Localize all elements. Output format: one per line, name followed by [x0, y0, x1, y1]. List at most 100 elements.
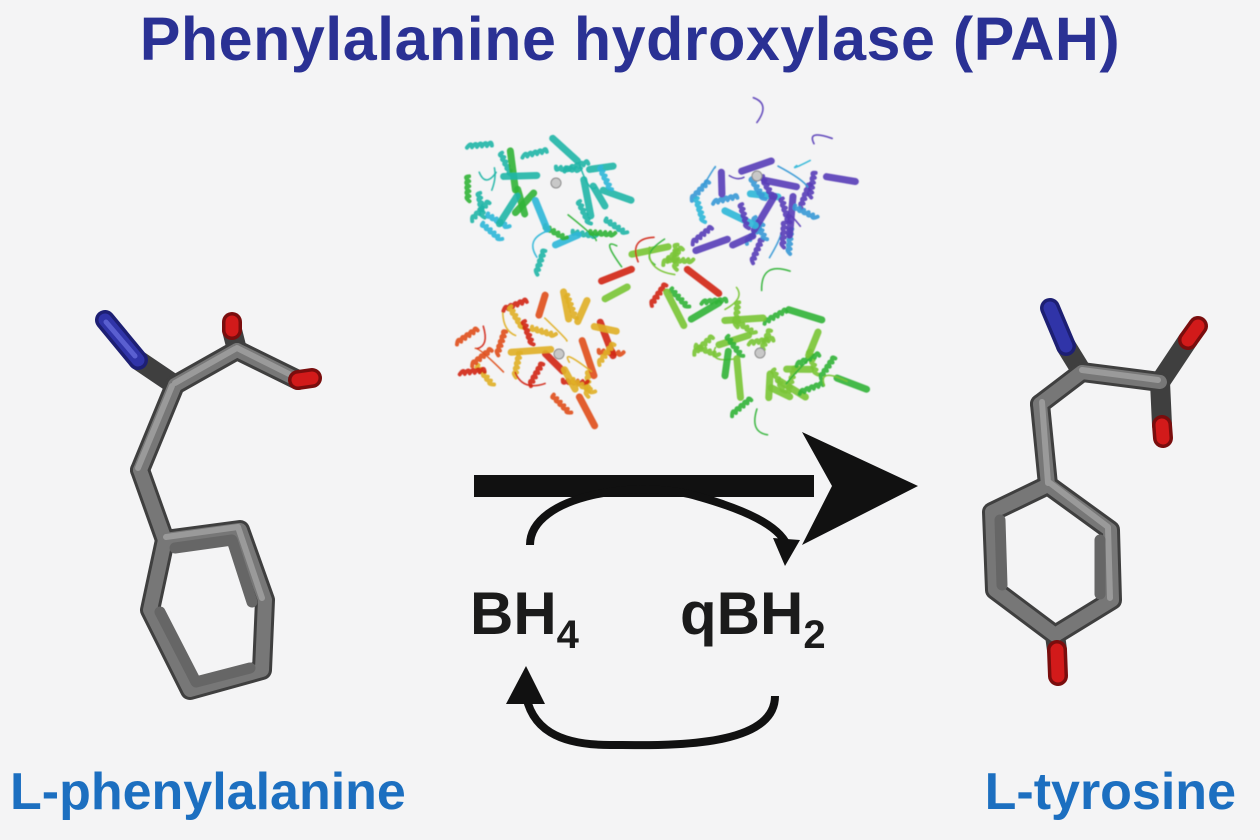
protein-ribbon-segment — [500, 171, 541, 180]
tyrosine-molecule — [982, 298, 1208, 686]
protein-ribbon-segment — [721, 314, 767, 324]
protein-ribbon-segment — [733, 355, 744, 401]
protein-ribbon-segment — [506, 147, 519, 194]
protein-ribbon-segment — [777, 165, 809, 188]
pah-protein-structure — [454, 96, 871, 436]
protein-ribbon-segment — [770, 367, 788, 394]
cofactor-qbh2-label: qBH2 — [680, 580, 826, 657]
protein-ribbon-segment — [786, 193, 797, 239]
protein-ribbon-segment — [634, 236, 655, 263]
protein-ribbon-segment — [648, 246, 676, 276]
protein-ribbon-segment — [578, 337, 598, 380]
protein-ribbon-segment — [732, 300, 742, 330]
protein-ribbon-segment — [494, 329, 509, 358]
protein-ribbon-segment — [603, 216, 630, 235]
protein-ribbon-segment — [511, 189, 538, 217]
substrate-label: L-phenylalanine — [10, 763, 406, 821]
protein-ribbon-segment — [717, 168, 726, 198]
protein-ribbon-segment — [495, 192, 521, 228]
protein-ribbon-segment — [785, 353, 816, 385]
cofactor-bh4-label: BH4 — [470, 580, 579, 657]
protein-ribbon-segment — [529, 324, 558, 338]
protein-ribbon-segment — [597, 341, 617, 367]
protein-ribbon-segment — [663, 288, 688, 330]
protein-ribbon-segment — [798, 182, 813, 211]
protein-ribbon-segment — [668, 286, 692, 309]
protein-ribbon-segment — [474, 347, 505, 373]
protein-ribbon-segment — [760, 267, 791, 292]
protein-ribbon-segment — [560, 288, 573, 323]
protein-ribbon-segment — [793, 159, 812, 169]
protein-ribbon-segment — [476, 325, 486, 350]
protein-ribbon-segment — [464, 174, 472, 204]
protein-ribbon-segment — [597, 164, 615, 192]
protein-ribbon-segment — [485, 211, 512, 230]
protein-ribbon-segment — [501, 297, 529, 313]
protein-ribbon-segment — [762, 307, 789, 326]
cofactor-regeneration-arrowhead — [506, 666, 545, 704]
cofactor-oxidation-arrow — [526, 485, 791, 547]
protein-ribbon-segment — [520, 319, 536, 347]
protein-ribbon-segment — [575, 199, 594, 226]
protein-ribbon-segment — [792, 203, 820, 220]
protein-ribbon-segment — [818, 355, 838, 382]
protein-ribbon-segment — [692, 334, 715, 357]
protein-ribbon-segment — [507, 345, 555, 356]
protein-ribbon-segment — [535, 291, 549, 319]
protein-ribbon-segment — [692, 235, 731, 255]
protein-ribbon-segment — [721, 347, 732, 380]
protein-ribbon-segment — [608, 243, 623, 268]
protein-ribbon-segment — [541, 350, 567, 375]
protein-ribbon-segment — [752, 96, 764, 124]
protein-ribbon-segment — [574, 297, 591, 326]
protein-ribbon-segment — [570, 376, 598, 395]
protein-ribbon-segment — [749, 237, 765, 266]
protein-ribbon-segment — [562, 159, 591, 174]
protein-ribbon-segment — [805, 328, 822, 359]
protein-ribbon-segment — [779, 220, 788, 250]
protein-ribbon-segment — [754, 408, 769, 436]
protein-ribbon-segment — [549, 134, 581, 165]
protein-ribbon-segment — [811, 134, 833, 145]
cofactor-regeneration-arrow — [521, 689, 779, 750]
reaction-arrow — [474, 432, 918, 545]
protein-ribbon-segment — [551, 231, 582, 249]
protein-ribbon-segment — [520, 147, 549, 160]
protein-ribbon-segment — [687, 299, 723, 323]
protein-ribbon-segment — [768, 232, 782, 259]
protein-ribbon-segment — [737, 202, 751, 231]
product-label: L-tyrosine — [984, 763, 1236, 821]
protein-ribbon-segment — [590, 323, 620, 335]
protein-ribbon-segment — [711, 193, 740, 206]
protein-ribbon-segment — [533, 248, 548, 277]
protein-ribbon-segment — [724, 333, 746, 358]
protein-ribbon-segment — [507, 304, 527, 330]
protein-ribbon-segment — [511, 350, 523, 380]
protein-ribbon-segment — [527, 361, 546, 389]
protein-ribbon-segment — [514, 371, 546, 387]
protein-ribbon-segment — [730, 396, 754, 419]
protein-ribbon-segment — [690, 225, 715, 247]
protein-ribbon-segment — [822, 374, 848, 387]
protein-ribbon-segment — [566, 355, 593, 373]
protein-ribbon-segment — [580, 176, 595, 220]
protein-ribbon-segment — [748, 175, 768, 202]
protein-ribbon-segment — [470, 347, 494, 369]
protein-ribbon-segment — [661, 245, 685, 267]
protein-ribbon-segment — [578, 161, 597, 190]
protein-ribbon-segment — [628, 243, 672, 258]
protein-ribbon-segment — [589, 182, 609, 210]
protein-ribbon-segment — [550, 392, 574, 415]
protein-ribbon-segment — [822, 173, 859, 186]
protein-ribbon-segment — [689, 179, 712, 203]
protein-ribbon-segment — [683, 265, 723, 297]
protein-ribbon-segment — [728, 174, 745, 180]
protein-ribbon-segment — [699, 296, 729, 306]
protein-ribbon-segment — [738, 157, 775, 175]
protein-ribbon-segment — [671, 242, 680, 272]
page-title: Phenylalanine hydroxylase (PAH) — [139, 5, 1121, 73]
protein-ribbon-segment — [479, 220, 505, 242]
protein-ribbon-segment — [560, 366, 579, 393]
phenylalanine-molecule — [95, 310, 322, 700]
